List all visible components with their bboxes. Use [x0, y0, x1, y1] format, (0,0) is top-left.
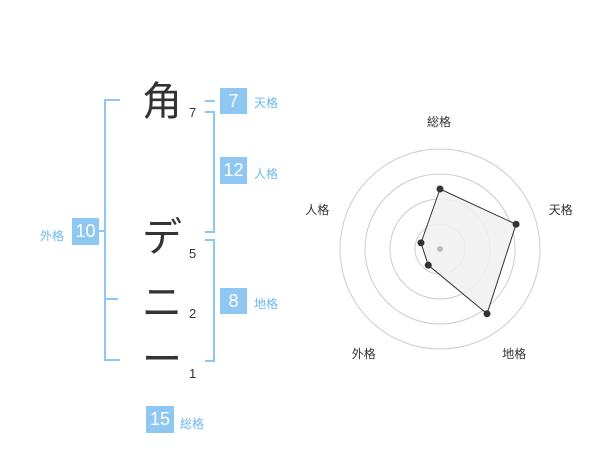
radar-series-polygon — [420, 188, 517, 315]
radar-point-外格 — [424, 261, 432, 269]
radar-point-総格 — [436, 185, 444, 193]
radar-ring-4 — [339, 148, 541, 350]
soukaku-badge: 15 — [146, 406, 174, 433]
radar-center-dot — [437, 246, 443, 252]
jinkaku-badge: 12 — [220, 157, 247, 184]
radar-axis-label-3: 外格 — [351, 346, 376, 361]
stroke-count-4: 1 — [189, 366, 197, 381]
radar-point-地格 — [483, 310, 491, 318]
name-char-3: ニ — [142, 280, 182, 326]
gaikaku-bracket — [104, 99, 120, 361]
gaikaku-label: 外格 — [40, 229, 65, 243]
jinkaku-label: 人格 — [254, 167, 279, 181]
chikaku-bracket — [205, 239, 215, 362]
radar-point-人格 — [417, 239, 425, 247]
tenkaku-label: 天格 — [254, 96, 279, 110]
name-char-1: 角 — [142, 79, 182, 125]
tenkaku-badge: 7 — [220, 88, 247, 114]
gaikaku-bracket-mid — [104, 298, 118, 300]
stroke-count-3: 2 — [189, 306, 197, 321]
radar-axis-label-4: 人格 — [305, 203, 330, 218]
radar-axis-label-1: 天格 — [548, 203, 573, 218]
jinkaku-bracket — [205, 111, 215, 233]
tenkaku-connector — [205, 100, 215, 102]
gaikaku-connector — [98, 230, 104, 232]
radar-axis-label-2: 地格 — [502, 346, 527, 361]
stroke-count-2: 5 — [189, 246, 197, 261]
chikaku-badge: 8 — [220, 288, 247, 314]
radar-point-天格 — [512, 220, 520, 228]
name-char-2: デ — [142, 215, 182, 261]
chikaku-label: 地格 — [254, 297, 279, 311]
stroke-count-1: 7 — [189, 105, 197, 120]
gaikaku-badge: 10 — [72, 218, 99, 245]
soukaku-label: 総格 — [180, 417, 205, 431]
radar-axis-label-0: 総格 — [427, 115, 452, 129]
name-char-4: ー — [142, 337, 182, 383]
radar-ring-3 — [364, 173, 516, 325]
